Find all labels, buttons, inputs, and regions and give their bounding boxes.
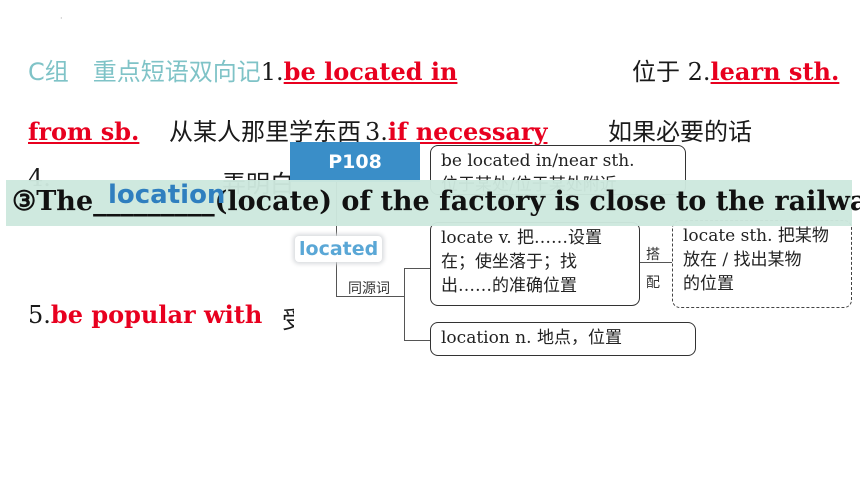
box2-line3: 出……的准确位置 (441, 276, 577, 296)
box3-line3: 的位置 (683, 274, 734, 294)
tiny-dot: · (60, 14, 63, 23)
box2-line1: locate v. 把……设置 (441, 228, 603, 248)
item5-meaning: 受……欢迎 (282, 300, 294, 335)
branch-vertical-line (404, 268, 405, 340)
phrase-line-1-right: 位于 2.learn sth. (632, 52, 839, 87)
exercise-banner (6, 180, 852, 226)
exercise-before: The (36, 186, 94, 217)
item3-phrase: if necessary (387, 117, 548, 146)
collocation-label-2: 配 (646, 275, 660, 291)
box3-line2: 放在 / 找出某物 (683, 250, 802, 270)
collocation-connector (640, 262, 672, 263)
item2-meaning: 从某人那里学东西 (169, 118, 362, 146)
item5-number: 5. (28, 301, 51, 329)
exercise-after: (locate) of the factory is close to the … (214, 186, 860, 217)
item1-number: 1. (260, 58, 284, 86)
cognate-horizontal-line (336, 296, 404, 297)
page-tag: P108 (290, 142, 420, 182)
cognate-label: 同源词 (348, 281, 390, 297)
collocation-label-1: 搭 (646, 247, 660, 263)
exercise-answer: location (108, 180, 226, 210)
item2-phrase-cont: from sb. (28, 117, 140, 146)
exercise-blank: _________ (93, 186, 215, 217)
item3-number: 3. (365, 118, 388, 146)
item5-phrase: be popular with (50, 300, 263, 329)
branch-top-line (404, 268, 430, 269)
box1-line1: be located in/near sth. (441, 151, 635, 171)
box3-line1: locate sth. 把某物 (683, 226, 829, 246)
box2-line2: 在；使坐落于；找 (441, 252, 577, 272)
answer-popup-located: located (295, 236, 383, 262)
exercise-sentence: ③The_________(locate) of the factory is … (12, 186, 860, 217)
phrase-line-5: 5.be popular with (28, 300, 262, 329)
box-locate-verb: locate v. 把……设置 在；使坐落于；找 出……的准确位置 (430, 222, 640, 306)
box-location-noun: location n. 地点，位置 (430, 322, 696, 356)
branch-bottom-line (404, 340, 430, 341)
phrase-line-1: C组 重点短语双向记1.be located in (28, 52, 457, 87)
item1-meaning: 位于 (632, 58, 680, 86)
box-locate-collocation: locate sth. 把某物 放在 / 找出某物 的位置 (672, 220, 852, 308)
exercise-number: ③ (12, 186, 37, 217)
item2-number: 2. (687, 58, 711, 86)
item2-phrase: learn sth. (710, 57, 840, 86)
item1-phrase: be located in (283, 57, 458, 86)
item3-meaning: 如果必要的话 (608, 118, 752, 146)
group-label: C组 重点短语双向记 (28, 58, 261, 86)
